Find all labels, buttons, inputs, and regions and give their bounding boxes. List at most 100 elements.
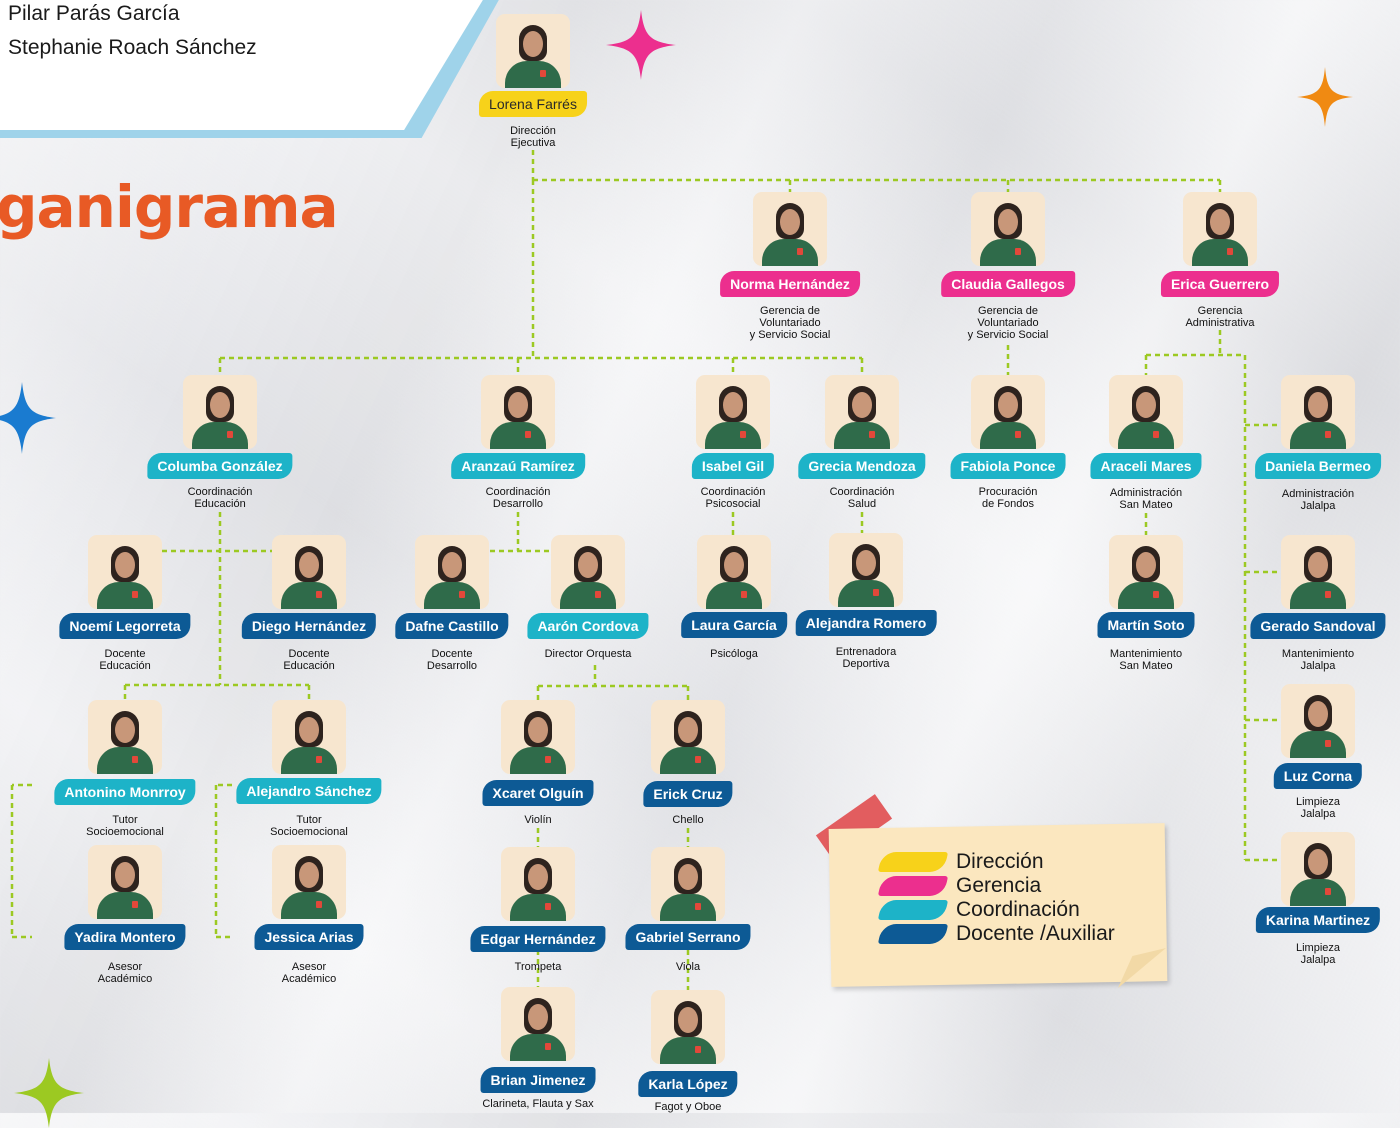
person-name: Antonino Monrroy	[54, 779, 196, 805]
author-name: Pilar Parás García	[8, 2, 180, 25]
legend-swatch	[877, 852, 949, 872]
person-role: Docente Desarrollo	[426, 648, 478, 672]
person-role: Entrenadora Deportiva	[835, 646, 897, 670]
person-name: Erica Guerrero	[1160, 271, 1280, 297]
person-role: Procuración de Fondos	[978, 486, 1038, 510]
person-name: Karla López	[638, 1071, 738, 1097]
legend-label: Gerencia	[956, 874, 1042, 897]
person-photo	[696, 375, 770, 449]
person-role: Asesor Académico	[97, 961, 153, 985]
person-role: Tutor Socioemocional	[86, 814, 164, 838]
person-role: Coordinación Educación	[187, 486, 253, 510]
orange-star-icon	[1297, 67, 1353, 127]
person-name: Lorena Farrés	[479, 91, 587, 117]
person-photo	[1281, 832, 1355, 906]
person-role: Docente Educación	[283, 648, 335, 672]
person-role: Limpieza Jalalpa	[1295, 796, 1341, 820]
legend-item-docente: Docente /Auxiliar	[877, 922, 1115, 946]
person-photo	[825, 375, 899, 449]
legend-swatch	[877, 924, 949, 944]
person-photo	[651, 990, 725, 1064]
legend-item-gerencia: Gerencia	[877, 874, 1042, 898]
person-name: Norma Hernández	[720, 271, 860, 297]
person-photo	[496, 14, 570, 88]
person-role: Gerencia Administrativa	[1185, 305, 1255, 329]
person-role: Tutor Socioemocional	[270, 814, 348, 838]
person-name: Laura García	[681, 612, 787, 638]
author-name: Stephanie Roach Sánchez	[8, 36, 257, 59]
person-role: Coordinación Psicosocial	[700, 486, 766, 510]
person-name: Gerado Sandoval	[1250, 613, 1386, 639]
person-photo	[651, 847, 725, 921]
person-photo	[697, 535, 771, 609]
pink-star-icon	[606, 10, 676, 80]
person-name: Dafne Castillo	[395, 613, 509, 639]
person-role: Mantenimiento Jalalpa	[1281, 648, 1355, 672]
person-role: Dirección Ejecutiva	[510, 125, 556, 149]
person-photo	[501, 700, 575, 774]
person-role: Asesor Académico	[281, 961, 337, 985]
person-photo	[1281, 535, 1355, 609]
person-name: Aarón Cordova	[527, 613, 649, 639]
person-name: Alejandro Sánchez	[236, 778, 382, 804]
person-photo	[272, 700, 346, 774]
person-role: Docente Educación	[99, 648, 151, 672]
person-role: Coordinación Desarrollo	[485, 486, 551, 510]
person-name: Xcaret Olguín	[482, 780, 594, 806]
person-photo	[551, 535, 625, 609]
person-photo	[415, 535, 489, 609]
person-photo	[651, 700, 725, 774]
person-role: Chello	[672, 814, 704, 826]
person-name: Columba González	[147, 453, 293, 479]
person-photo	[501, 847, 575, 921]
page-title: ganigrama	[0, 173, 339, 241]
person-name: Fabiola Ponce	[950, 453, 1066, 479]
person-photo	[1281, 684, 1355, 758]
green-star-icon	[14, 1058, 84, 1128]
person-photo	[88, 700, 162, 774]
person-name: Araceli Mares	[1090, 453, 1202, 479]
person-role: Director Orquesta	[544, 648, 632, 660]
person-name: Aranzaú Ramírez	[451, 453, 585, 479]
legend-label: Coordinación	[956, 898, 1080, 921]
person-name: Erick Cruz	[643, 781, 733, 807]
person-role: Clarineta, Flauta y Sax	[482, 1098, 594, 1110]
person-role: Limpieza Jalalpa	[1295, 942, 1341, 966]
person-name: Luz Corna	[1273, 763, 1363, 789]
legend-swatch	[877, 900, 949, 920]
person-role: Gerencia de Voluntariado y Servicio Soci…	[967, 305, 1049, 341]
person-name: Diego Hernández	[241, 613, 377, 639]
person-role: Psicóloga	[710, 648, 758, 660]
person-name: Karina Martinez	[1255, 907, 1381, 933]
person-name: Noemí Legorreta	[59, 613, 191, 639]
legend-item-direccion: Dirección	[877, 850, 1044, 874]
person-photo	[481, 375, 555, 449]
person-role: Mantenimiento San Mateo	[1109, 648, 1183, 672]
person-name: Edgar Hernández	[470, 926, 606, 952]
person-role: Viola	[675, 961, 701, 973]
person-photo	[1109, 375, 1183, 449]
person-photo	[1109, 535, 1183, 609]
legend-label: Docente /Auxiliar	[956, 922, 1115, 945]
person-role: Trompeta	[514, 961, 562, 973]
person-name: Martín Soto	[1097, 612, 1195, 638]
person-photo	[501, 987, 575, 1061]
person-name: Alejandra Romero	[795, 610, 937, 636]
person-photo	[183, 375, 257, 449]
legend-label: Dirección	[956, 850, 1044, 873]
legend-item-coordinacion: Coordinación	[877, 898, 1080, 922]
person-role: Violín	[524, 814, 552, 826]
person-name: Grecia Mendoza	[798, 453, 926, 479]
person-name: Yadira Montero	[64, 924, 186, 950]
person-photo	[753, 192, 827, 266]
person-photo	[829, 533, 903, 607]
person-role: Gerencia de Voluntariado y Servicio Soci…	[749, 305, 831, 341]
person-photo	[1183, 192, 1257, 266]
person-name: Brian Jimenez	[480, 1067, 596, 1093]
person-name: Gabriel Serrano	[625, 924, 751, 950]
person-photo	[272, 535, 346, 609]
person-photo	[272, 845, 346, 919]
person-photo	[1281, 375, 1355, 449]
person-name: Jessica Arias	[254, 924, 364, 950]
person-photo	[971, 192, 1045, 266]
